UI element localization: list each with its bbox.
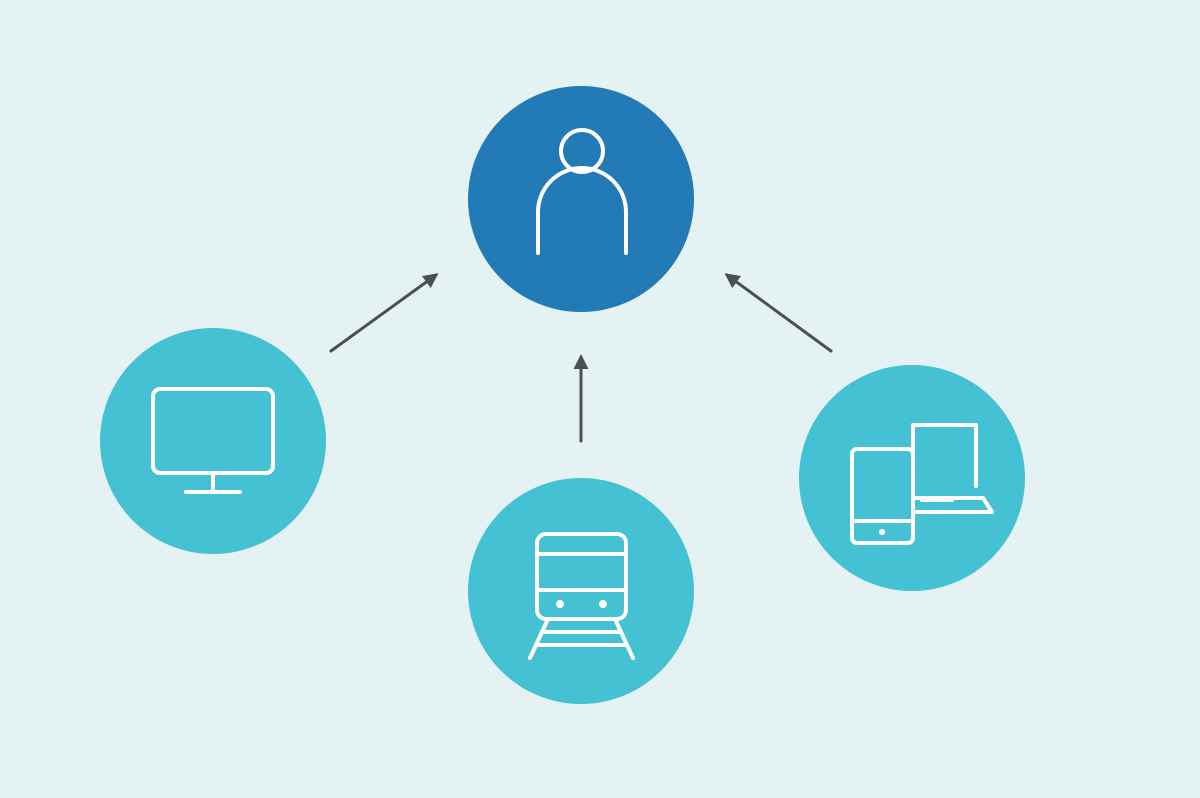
train-node [468,478,694,704]
arrow-monitor-to-user [329,273,439,353]
monitor-icon [151,387,275,494]
user-node-circle [468,86,694,312]
mobile-devices-node [799,365,1025,591]
user-node [468,86,694,312]
connection-arrows [329,273,833,443]
arrow-devices-to-user [724,273,833,353]
tablet-laptop-icon [850,423,994,545]
train-icon [528,532,635,660]
desktop-node-circle [100,328,326,554]
person-icon [536,128,628,255]
desktop-node [100,328,326,554]
